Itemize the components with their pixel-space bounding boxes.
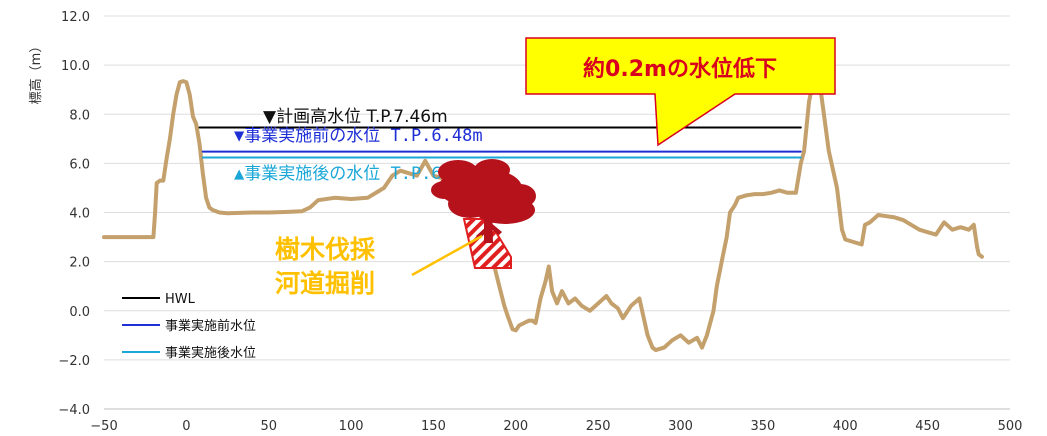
x-tick-labels: −50 0 50 100 150 200 250 300 350 400 450 500 bbox=[90, 419, 1022, 434]
work-leader-line bbox=[411, 234, 483, 277]
series-layer bbox=[102, 79, 984, 353]
x-tick-label: 200 bbox=[503, 419, 528, 434]
work-label-line2: 河道掘削 bbox=[275, 269, 375, 298]
x-tick-label: −50 bbox=[90, 419, 117, 434]
x-tick-label: 300 bbox=[668, 419, 693, 434]
legend-label: 事業実施前水位 bbox=[165, 318, 256, 334]
y-tick-labels: −4.0 −2.0 0.0 2.0 4.0 6.0 8.0 10.0 12.0 bbox=[58, 10, 90, 418]
hwl-annotation: ▼計画高水位 T.P.7.46m bbox=[263, 107, 448, 127]
y-tick-label: −4.0 bbox=[58, 403, 90, 418]
y-tick-label: −2.0 bbox=[58, 354, 90, 369]
legend-label: 事業実施後水位 bbox=[165, 345, 256, 361]
x-tick-label: 50 bbox=[260, 419, 277, 434]
y-tick-label: 10.0 bbox=[61, 59, 90, 74]
x-tick-label: 250 bbox=[586, 419, 611, 434]
x-tick-label: 500 bbox=[998, 419, 1023, 434]
before-level-annotation: ▼事業実施前の水位 T.P.6.48m bbox=[234, 126, 483, 146]
x-tick-label: 350 bbox=[750, 419, 775, 434]
x-tick-label: 150 bbox=[421, 419, 446, 434]
y-axis-label: 標高（m） bbox=[28, 40, 44, 105]
x-tick-label: 450 bbox=[915, 419, 940, 434]
callout-box bbox=[525, 37, 836, 147]
work-label-line1: 樹木伐採 bbox=[275, 235, 376, 264]
after-level-annotation: ▲事業実施後の水位 T.P.6.24m bbox=[234, 164, 483, 184]
y-tick-label: 12.0 bbox=[61, 10, 90, 25]
callout-text: 約0.2mの水位低下 bbox=[583, 56, 777, 82]
x-tick-label: 100 bbox=[339, 419, 364, 434]
y-tick-label: 0.0 bbox=[69, 305, 90, 320]
legend-label: HWL bbox=[165, 292, 196, 307]
series-ground-profile bbox=[102, 79, 984, 353]
y-tick-label: 6.0 bbox=[69, 157, 90, 172]
y-tick-label: 4.0 bbox=[69, 207, 90, 222]
x-tick-label: 400 bbox=[833, 419, 858, 434]
y-tick-label: 2.0 bbox=[69, 256, 90, 271]
x-tick-label: 0 bbox=[182, 419, 190, 434]
tree-icon bbox=[431, 159, 536, 243]
y-tick-label: 8.0 bbox=[69, 108, 90, 123]
